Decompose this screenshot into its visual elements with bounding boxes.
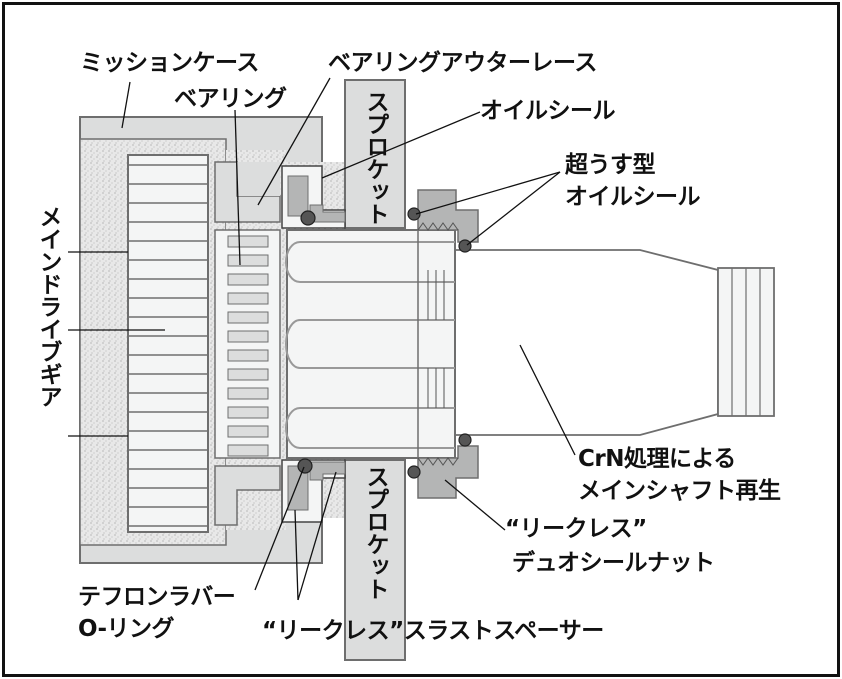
bearing-roller: [227, 292, 269, 305]
bearing-roller: [227, 387, 269, 400]
o-ring: [458, 433, 472, 447]
label-bearing-outer-race: ベアリングアウターレース: [328, 50, 597, 76]
label-leakless-nut-2: デュオシールナット: [512, 550, 715, 576]
o-ring: [297, 458, 313, 474]
label-bearing: ベアリング: [174, 86, 287, 112]
bearing-roller: [227, 349, 269, 362]
oil-seal: [281, 165, 346, 523]
label-crn-2: メインシャフト再生: [578, 478, 781, 504]
bearing-roller: [227, 273, 269, 286]
main-drive-gear: [127, 154, 209, 533]
label-leakless-nut-1: “リークレス”: [505, 516, 647, 542]
o-ring: [300, 210, 316, 226]
bearing-roller: [227, 368, 269, 381]
o-ring: [407, 207, 421, 221]
bearing-roller: [227, 444, 269, 457]
label-sprocket-bottom: スプロケット: [362, 465, 388, 600]
o-ring: [458, 239, 472, 253]
bearing-roller: [227, 425, 269, 438]
sprocket: [344, 79, 406, 661]
label-oil-seal: オイルシール: [480, 98, 616, 124]
bearing-roller: [227, 330, 269, 343]
bearing-roller: [227, 311, 269, 324]
bearing-roller: [227, 254, 269, 267]
bearing-roller: [227, 406, 269, 419]
leader-lines: [68, 77, 576, 601]
bearing-roller: [227, 235, 269, 248]
label-sprocket-top: スプロケット: [362, 90, 388, 225]
label-ultra-thin-2: オイルシール: [565, 184, 701, 210]
label-thrust-spacer: “リークレス”スラストスペーサー: [262, 618, 604, 644]
leakless-duo-seal-nut: [417, 189, 479, 499]
label-o-ring: O-リング: [78, 616, 175, 642]
label-teflon-rubber: テフロンラバー: [78, 584, 236, 610]
bearing: [214, 161, 281, 526]
label-main-drive-gear: メインドライブギア: [35, 205, 61, 408]
o-ring: [407, 465, 421, 479]
label-ultra-thin-1: 超うす型: [565, 152, 656, 178]
o-rings: [297, 207, 472, 479]
label-crn-1: CrN処理による: [578, 446, 736, 472]
main-shaft: [285, 229, 775, 459]
label-mission-case: ミッションケース: [80, 50, 259, 76]
